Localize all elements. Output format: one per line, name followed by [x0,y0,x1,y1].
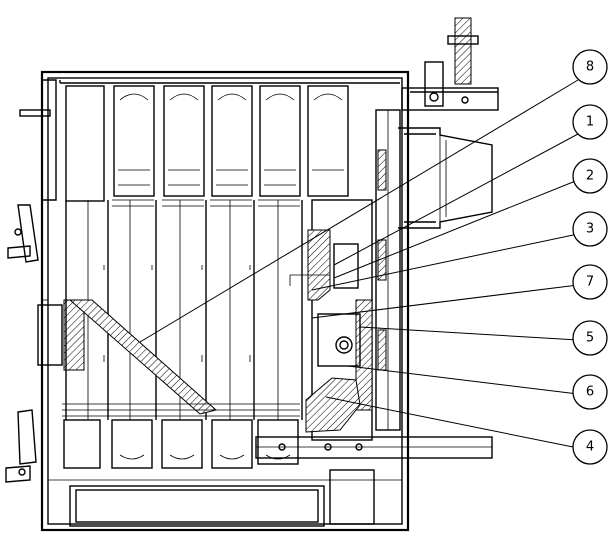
callout-3: 3 [572,211,608,247]
callout-6: 6 [572,374,608,410]
leader-5 [359,326,579,341]
heat-exchanger-sections [65,85,349,207]
callout-5: 5 [572,320,608,356]
callout-2: 2 [572,158,608,194]
leader-7 [311,284,579,319]
leader-2 [333,179,579,279]
callout-2-label: 2 [586,169,594,184]
callout-5-label: 5 [586,331,594,346]
callout-7-label: 7 [586,275,594,290]
leader-6 [347,365,579,395]
callout-4: 4 [572,429,608,465]
callout-1: 1 [572,104,608,140]
top-flue-connection [401,17,499,111]
callout-8: 8 [572,49,608,85]
diagonal-baffle [68,299,218,415]
outer-casing [40,70,410,532]
callout-8-label: 8 [586,60,594,75]
callout-7: 7 [572,264,608,300]
callout-6-label: 6 [586,385,594,400]
base-ash-tray [48,469,402,527]
callout-3-label: 3 [586,222,594,237]
bottom-outlet-pipe [255,436,493,459]
leader-1 [333,133,579,266]
leader-4 [325,396,579,449]
leader-8 [139,79,579,343]
right-flue-box [398,127,493,229]
bottom-header-sections [62,403,300,469]
leader-lines [139,79,579,449]
left-door-fittings [5,79,85,483]
callout-4-label: 4 [586,440,594,455]
callout-1-label: 1 [586,115,594,130]
leader-3 [311,233,579,291]
